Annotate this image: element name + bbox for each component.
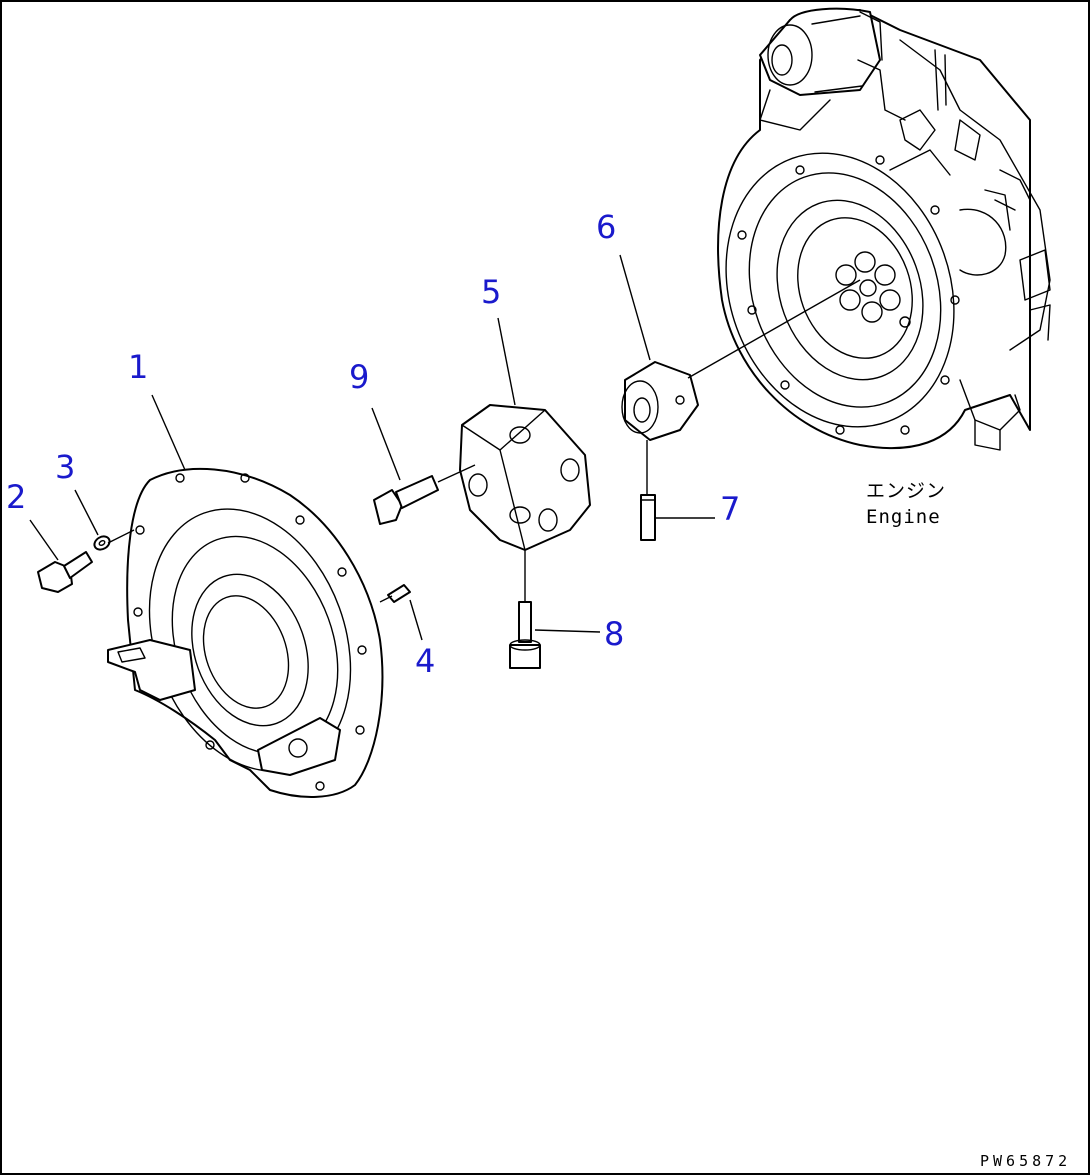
engine-drawing xyxy=(717,7,1051,451)
part-5-coupling xyxy=(459,404,591,551)
part-7-pin xyxy=(640,494,656,541)
callout-1: 1 xyxy=(128,348,148,386)
part-2-bolt xyxy=(37,551,93,593)
callout-5: 5 xyxy=(481,273,501,311)
part-9-bolt xyxy=(373,475,439,525)
engine-label-jp: エンジン xyxy=(866,480,946,502)
callout-2: 2 xyxy=(6,478,26,516)
part-8-bolt xyxy=(509,601,541,669)
callout-8: 8 xyxy=(604,615,624,653)
part-6-hub xyxy=(621,361,699,441)
callout-4: 4 xyxy=(415,642,435,680)
drawing-code: PW65872 xyxy=(980,1152,1071,1170)
part-4-pin xyxy=(387,584,411,603)
part-1-cover-plate xyxy=(107,467,384,798)
callout-6: 6 xyxy=(596,208,616,246)
engine-label-en: Engine xyxy=(866,506,941,528)
callout-7: 7 xyxy=(720,490,740,528)
callout-9: 9 xyxy=(349,358,369,396)
callout-3: 3 xyxy=(55,448,75,486)
part-3-washer xyxy=(93,535,111,551)
leader-lines xyxy=(29,254,861,641)
